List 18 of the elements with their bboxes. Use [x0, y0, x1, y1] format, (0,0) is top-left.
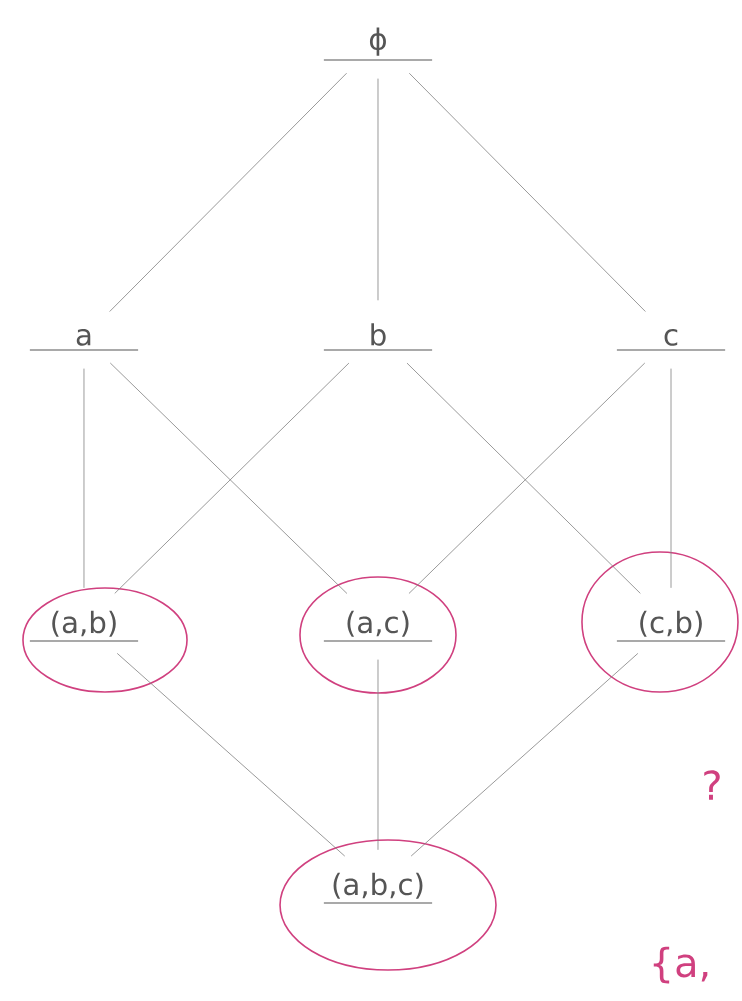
handwritten-note: {a,: [653, 946, 708, 984]
line: [377, 659, 379, 851]
line: [408, 72, 646, 312]
line: [670, 368, 672, 589]
underlined-label: (a,b,c): [323, 872, 433, 904]
line: [410, 653, 639, 857]
handwritten-note: ?: [704, 770, 720, 800]
underlined-label: (a,c): [323, 610, 433, 642]
underlined-label: ϕ: [323, 27, 433, 61]
line: [377, 78, 379, 301]
underlined-label: (c,b): [616, 610, 726, 642]
underlined-label: (a,b): [29, 610, 139, 642]
line: [109, 72, 347, 312]
underlined-label: a: [29, 329, 139, 351]
line: [116, 652, 346, 857]
underlined-label: c: [616, 329, 726, 351]
line: [83, 368, 85, 589]
underlined-label: b: [323, 323, 433, 351]
